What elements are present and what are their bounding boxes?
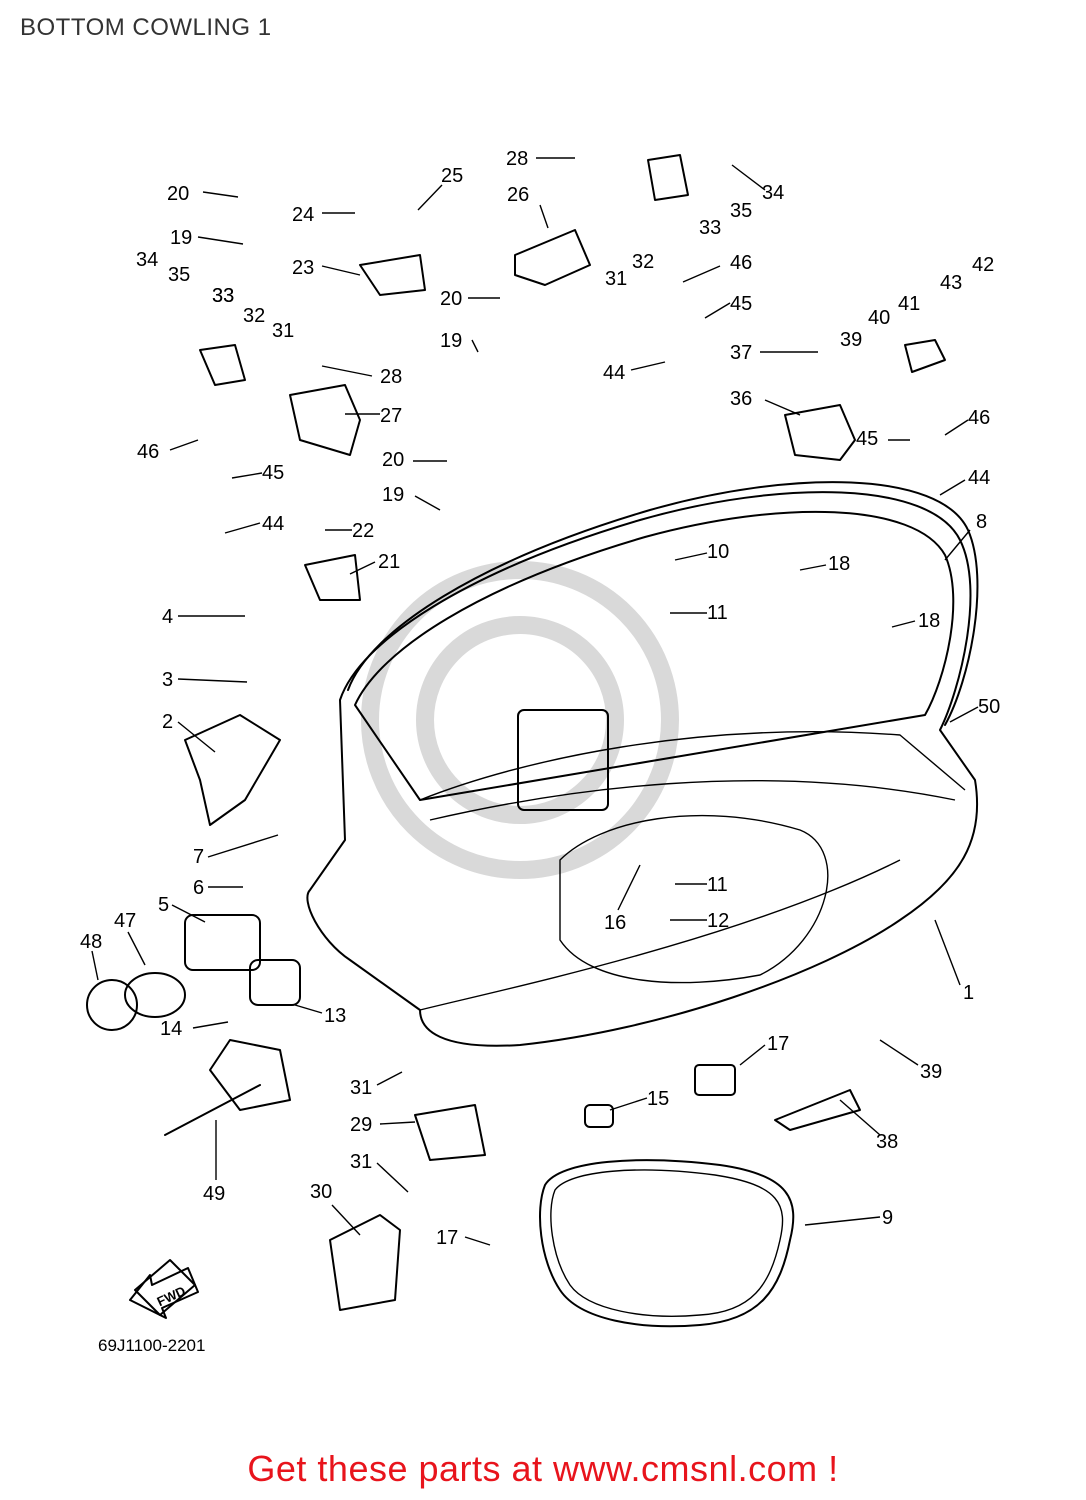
callout: 19 xyxy=(382,484,404,506)
callout: 44 xyxy=(262,513,284,535)
callout: 33 xyxy=(212,285,234,307)
callout: 33 xyxy=(699,217,721,239)
callout: 31 xyxy=(350,1151,372,1173)
callout: 7 xyxy=(193,846,204,868)
callout: 20 xyxy=(167,183,189,205)
callout: 28 xyxy=(380,366,402,388)
callout: 45 xyxy=(262,462,284,484)
callout: 48 xyxy=(80,931,102,953)
callout: 2 xyxy=(162,711,173,733)
callout: 25 xyxy=(441,165,463,187)
callout: 39 xyxy=(920,1061,942,1083)
callout: 27 xyxy=(380,405,402,427)
callout: 35 xyxy=(168,264,190,286)
callout: 45 xyxy=(856,428,878,450)
promo-link[interactable]: Get these parts at www.cmsnl.com ! xyxy=(247,1448,839,1489)
callout: 3 xyxy=(162,669,173,691)
rubber-seal-9 xyxy=(539,1159,795,1328)
leader-lines xyxy=(91,157,979,1246)
callout: 21 xyxy=(378,551,400,573)
callout: 31 xyxy=(350,1077,372,1099)
rubber-seal-8 xyxy=(347,481,979,726)
callout: 42 xyxy=(972,254,994,276)
callout: 18 xyxy=(828,553,850,575)
callout: 24 xyxy=(292,204,314,226)
callout: 37 xyxy=(730,342,752,364)
callout: 20 xyxy=(382,449,404,471)
callout: 35 xyxy=(730,200,752,222)
callout: 26 xyxy=(507,184,529,206)
callout: 17 xyxy=(436,1227,458,1249)
callout: 18 xyxy=(918,610,940,632)
callout: 34 xyxy=(136,249,158,271)
callout: 43 xyxy=(940,272,962,294)
diagram-code: 69J1100-2201 xyxy=(98,1336,206,1355)
callout: 39 xyxy=(840,329,862,351)
exploded-parts-diagram: FWD 28 34 25 26 33 35 20 24 33 32 31 46 … xyxy=(80,148,1000,1328)
callout: 40 xyxy=(868,307,890,329)
callout-labels: 28 34 25 26 33 35 20 24 33 32 31 46 19 2… xyxy=(80,148,1000,1249)
callout: 5 xyxy=(158,894,169,916)
callout: 29 xyxy=(350,1114,372,1136)
callout: 12 xyxy=(707,910,729,932)
callout: 13 xyxy=(324,1005,346,1027)
callout: 22 xyxy=(352,520,374,542)
fwd-arrow-icon: FWD xyxy=(129,1267,199,1319)
callout: 46 xyxy=(968,407,990,429)
callout: 8 xyxy=(976,511,987,533)
callout: 41 xyxy=(898,293,920,315)
callout: 38 xyxy=(876,1131,898,1153)
callout: 11 xyxy=(707,874,728,896)
callout: 6 xyxy=(193,877,204,899)
callout: 47 xyxy=(114,910,136,932)
callout: 32 xyxy=(632,251,654,273)
callout: 31 xyxy=(605,268,627,290)
callout: 44 xyxy=(603,362,625,384)
callout: 1 xyxy=(963,982,974,1004)
callout: 28 xyxy=(506,148,528,170)
page-title: BOTTOM COWLING 1 xyxy=(20,14,272,41)
callout: 19 xyxy=(440,330,462,352)
callout: 45 xyxy=(730,293,752,315)
callout: 30 xyxy=(310,1181,332,1203)
callout: 23 xyxy=(292,257,314,279)
callout: 9 xyxy=(882,1207,893,1229)
callout: 32 xyxy=(243,305,265,327)
callout: 11 xyxy=(707,602,728,624)
callout: 17 xyxy=(767,1033,789,1055)
callout: 4 xyxy=(162,606,173,628)
bottom-cowling-shell xyxy=(306,491,979,1047)
callout: 16 xyxy=(604,912,626,934)
callout: 15 xyxy=(647,1088,669,1110)
callout: 50 xyxy=(978,696,1000,718)
callout: 49 xyxy=(203,1183,225,1205)
callout: 31 xyxy=(272,320,294,342)
callout: 20 xyxy=(440,288,462,310)
watermark-logo xyxy=(361,561,679,879)
callout: 46 xyxy=(730,252,752,274)
callout: 34 xyxy=(762,182,784,204)
callout: 10 xyxy=(707,541,729,563)
callout: 46 xyxy=(137,441,159,463)
callout: 14 xyxy=(160,1018,182,1040)
callout: 44 xyxy=(968,467,990,489)
callout: 33 xyxy=(212,285,234,307)
callout: 19 xyxy=(170,227,192,249)
callout: 36 xyxy=(730,388,752,410)
